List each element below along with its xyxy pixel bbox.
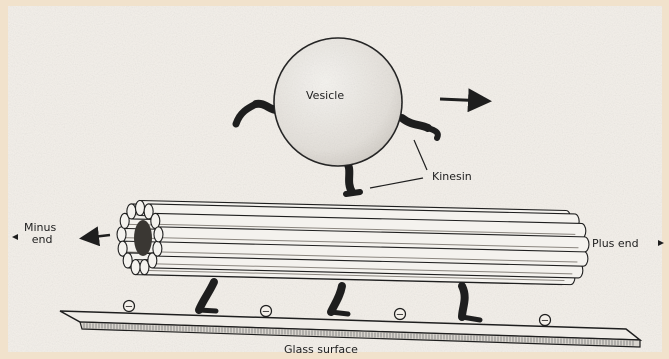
svg-text:−: −	[541, 316, 549, 327]
minus-end-label: Minus end	[24, 222, 56, 246]
protofilament-end	[127, 204, 136, 219]
vesicle	[274, 38, 402, 166]
kinesin-label: Kinesin	[432, 171, 472, 183]
vesicle-label: Vesicle	[306, 90, 344, 102]
protofilament-end	[154, 227, 163, 242]
svg-text:−: −	[262, 307, 270, 318]
minus-end-label-line: end	[24, 234, 56, 246]
kinesin-leg	[462, 286, 465, 317]
negative-charge: −	[261, 306, 272, 318]
protofilament-end	[117, 227, 126, 242]
negative-charge: −	[124, 301, 135, 313]
svg-text:−: −	[396, 310, 404, 321]
kinesin-foot	[462, 317, 480, 320]
protofilament-end	[131, 260, 140, 275]
vesicle-direction-arrow	[440, 99, 486, 101]
protofilament-end	[153, 241, 162, 256]
glass-surface-label: Glass surface	[284, 344, 358, 356]
protofilament-end	[151, 213, 160, 228]
microtubule-lumen	[134, 220, 152, 256]
negative-charge: −	[540, 315, 551, 327]
kinesin-foot	[346, 192, 360, 194]
negative-charge: −	[395, 309, 406, 321]
kinesin-foot	[199, 310, 216, 311]
microtubule	[117, 201, 589, 285]
svg-text:−: −	[125, 302, 133, 313]
kinesin-foot	[331, 312, 348, 314]
plus-end-label: Plus end	[592, 238, 639, 250]
protofilament-end	[136, 201, 145, 216]
